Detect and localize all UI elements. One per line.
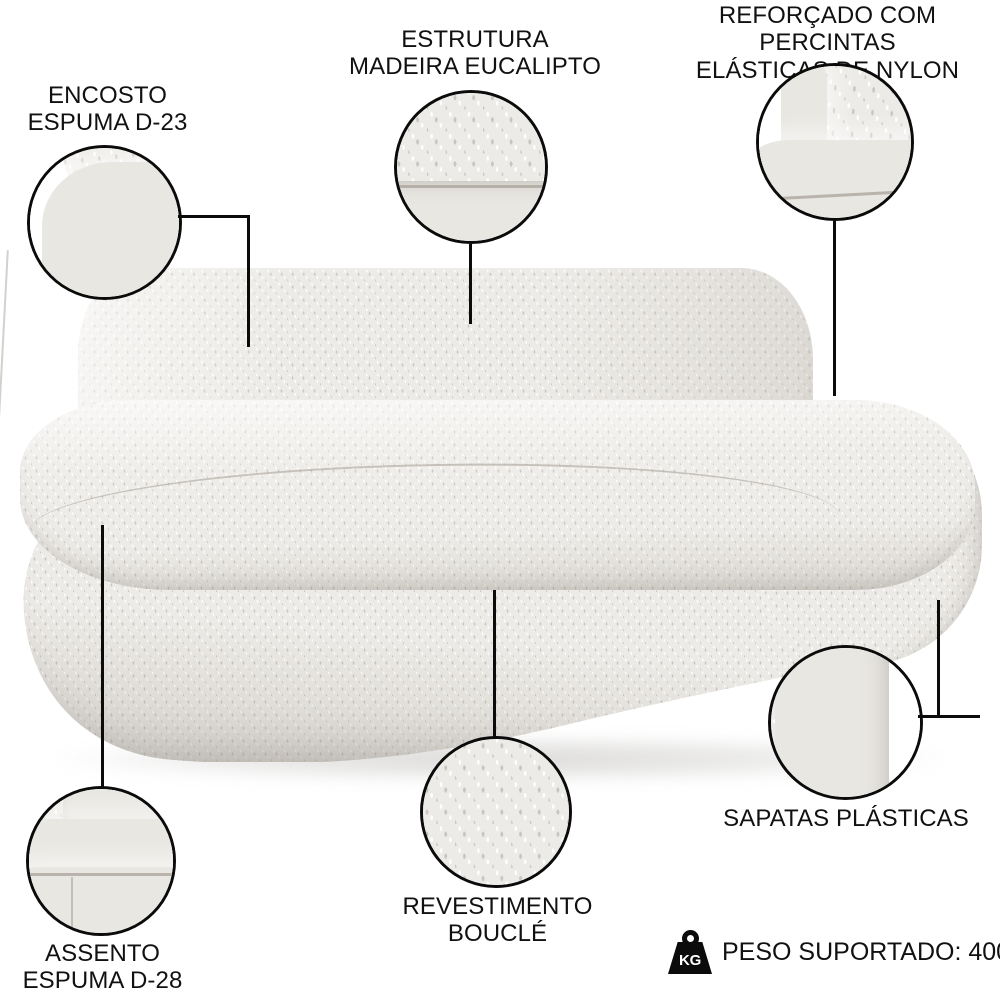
- leader-revestimento-vertical: [493, 590, 496, 738]
- bubble-seat-foam: [26, 786, 176, 936]
- leader-percintas-vertical: [833, 221, 836, 396]
- left-side-seam: [0, 250, 9, 510]
- leader-encosto-horizontal: [178, 215, 250, 218]
- bubble-backrest-foam: [27, 145, 182, 300]
- callout-label-sapatas: SAPATAS PLÁSTICAS: [723, 805, 969, 832]
- callout-label-encosto: ENCOSTO ESPUMA D-23: [27, 82, 188, 137]
- leader-sapatas-vertical: [937, 600, 940, 718]
- callout-label-revestimento: REVESTIMENTO BOUCLÉ: [402, 893, 593, 948]
- weight-capacity-text: PESO SUPORTADO: 400KG: [722, 937, 1000, 966]
- sofa-product-image: [0, 250, 1000, 782]
- callout-label-assento: ASSENTO ESPUMA D-28: [22, 940, 183, 995]
- bubble-eucalyptus-frame: [394, 90, 548, 244]
- callout-label-estrutura: ESTRUTURA MADEIRA EUCALIPTO: [349, 26, 601, 81]
- weight-kg-icon: KG: [668, 930, 712, 974]
- sofa-seat-cushion: [20, 400, 975, 590]
- leader-assento-vertical: [101, 525, 104, 787]
- bubble-boucle-fabric: [420, 736, 572, 888]
- bubble-nylon-straps: [756, 63, 914, 221]
- bubble-plastic-feet: [768, 645, 923, 800]
- leader-encosto-vertical: [247, 215, 250, 347]
- leader-estrutura-vertical: [469, 244, 472, 324]
- weight-icon-label: KG: [679, 952, 701, 969]
- leader-sapatas-horizontal: [918, 715, 980, 718]
- weight-capacity-badge: KG PESO SUPORTADO: 400KG: [668, 930, 1000, 974]
